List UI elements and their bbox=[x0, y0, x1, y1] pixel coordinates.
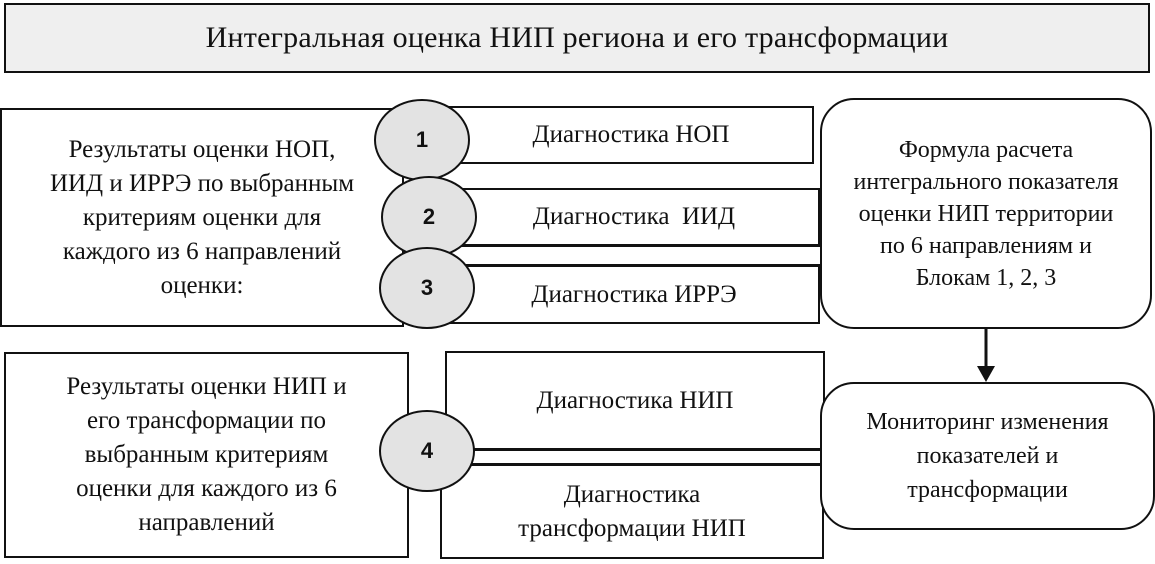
diagnostics-transformation-line: Диагностика bbox=[563, 480, 701, 508]
left-bottom-line: выбранным критериям bbox=[84, 441, 329, 468]
diagnostics-transformation-line: трансформации НИП bbox=[518, 514, 746, 542]
diagnostics-nip-box: Диагностика НИП bbox=[445, 351, 825, 450]
left-top-line: оценки: bbox=[160, 271, 244, 299]
monitoring-line: трансформации bbox=[907, 477, 1068, 503]
left-bottom-line: Результаты оценки НИП и bbox=[66, 373, 347, 400]
left-top-line: критериям оценки для bbox=[82, 203, 322, 231]
monitoring-line: Мониторинг изменения bbox=[866, 409, 1109, 435]
formula-line: оценки НИП территории bbox=[858, 200, 1114, 227]
step-2-circle: 2 bbox=[381, 176, 477, 258]
diagnostics-transformation-box: Диагностика трансформации НИП bbox=[440, 464, 824, 559]
formula-box: Формула расчета интегрального показателя… bbox=[820, 98, 1152, 329]
formula-line: Формула расчета bbox=[898, 136, 1074, 163]
left-bottom-results-box: Результаты оценки НИП и его трансформаци… bbox=[4, 352, 409, 558]
monitoring-line: показателей и bbox=[916, 443, 1059, 469]
left-top-line: ИИД и ИРРЭ по выбранным bbox=[49, 169, 355, 197]
arrow-head bbox=[977, 366, 995, 382]
step-4-circle: 4 bbox=[379, 410, 475, 492]
diagnostics-nop-label: Диагностика НОП bbox=[532, 121, 730, 148]
diagnostics-iid-box: Диагностика ИИД bbox=[448, 188, 820, 246]
step-1-circle: 1 bbox=[374, 99, 470, 181]
diagnostics-irre-box: Диагностика ИРРЭ bbox=[448, 265, 820, 324]
left-bottom-line: его трансформации по bbox=[87, 407, 326, 434]
formula-line: интегрального показателя bbox=[853, 168, 1119, 195]
diagnostics-iid-label: Диагностика ИИД bbox=[532, 203, 736, 230]
left-top-line: Результаты оценки НОП, bbox=[68, 135, 336, 163]
left-top-results-box: Результаты оценки НОП, ИИД и ИРРЭ по выб… bbox=[0, 108, 404, 327]
left-top-line: каждого из 6 направлений bbox=[62, 237, 342, 265]
left-bottom-line: направлений bbox=[138, 509, 275, 536]
left-bottom-line: оценки для каждого из 6 bbox=[76, 475, 337, 502]
step-2-label: 2 bbox=[422, 204, 436, 229]
step-3-label: 3 bbox=[420, 275, 434, 300]
step-4-label: 4 bbox=[420, 438, 434, 463]
diagnostics-nop-box: Диагностика НОП bbox=[448, 106, 814, 164]
diagram-title: Интегральная оценка НИП региона и его тр… bbox=[4, 3, 1150, 73]
diagnostics-nip-label: Диагностика НИП bbox=[536, 386, 734, 414]
step-1-label: 1 bbox=[415, 127, 429, 152]
monitoring-box: Мониторинг изменения показателей и транс… bbox=[820, 382, 1155, 530]
formula-line: Блокам 1, 2, 3 bbox=[915, 264, 1057, 291]
step-3-circle: 3 bbox=[379, 247, 475, 329]
formula-line: по 6 направлениям и bbox=[880, 232, 1092, 259]
diagnostics-irre-label: Диагностика ИРРЭ bbox=[531, 280, 737, 308]
